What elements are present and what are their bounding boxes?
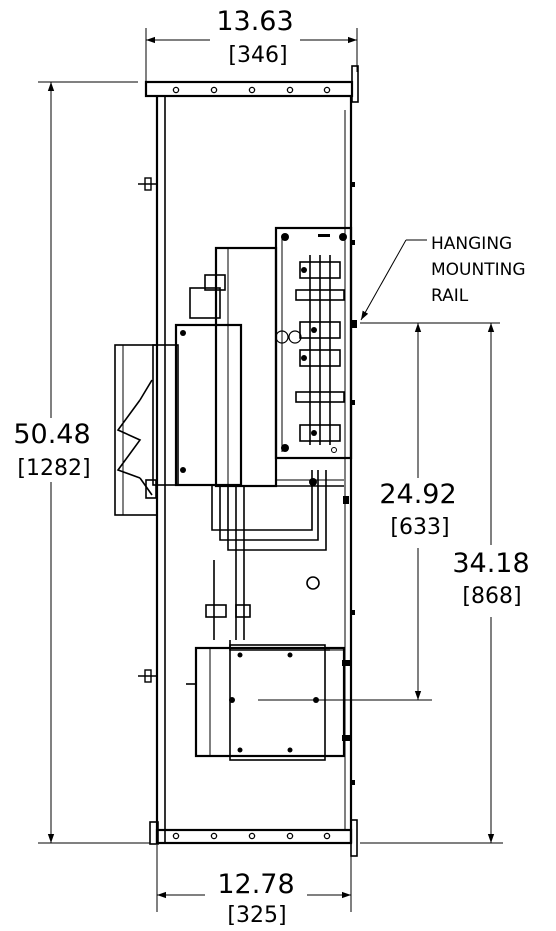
rail-to-center-value: 24.92 bbox=[379, 479, 456, 510]
overall-height-metric: [1282] bbox=[17, 456, 90, 481]
rail-to-center-metric: [633] bbox=[390, 515, 449, 540]
bottom-rail-bolts bbox=[172, 832, 331, 840]
overall-height-dimension: 50.48 [1282] bbox=[13, 81, 150, 844]
overall-height-value: 50.48 bbox=[13, 419, 90, 450]
rail-to-bottom-dimension: 34.18 [868] bbox=[360, 323, 530, 844]
callout-line-1: HANGING bbox=[431, 234, 512, 254]
top-width-metric: [346] bbox=[228, 43, 287, 68]
left-mounting-studs bbox=[138, 177, 157, 683]
bottom-width-value: 12.78 bbox=[217, 869, 294, 900]
callout-line-3: RAIL bbox=[431, 286, 469, 306]
operator-handle bbox=[114, 323, 243, 516]
bottom-width-metric: [325] bbox=[227, 903, 286, 928]
lower-module bbox=[186, 644, 350, 761]
top-rail-bolts bbox=[172, 86, 331, 94]
enclosure bbox=[138, 65, 359, 857]
rail-to-bottom-metric: [868] bbox=[462, 584, 521, 609]
hanging-rail-callout: HANGING MOUNTING RAIL bbox=[360, 234, 526, 321]
rail-to-center-dimension: 24.92 [633] bbox=[258, 322, 500, 701]
terminal-bracket bbox=[274, 226, 353, 460]
cable-runs bbox=[205, 470, 330, 651]
breaker-assembly bbox=[189, 246, 344, 488]
top-width-value: 13.63 bbox=[216, 6, 293, 37]
callout-line-2: MOUNTING bbox=[431, 260, 526, 280]
rail-to-bottom-value: 34.18 bbox=[452, 548, 529, 579]
top-width-dimension: 13.63 [346] bbox=[145, 6, 358, 82]
bottom-width-dimension: 12.78 [325] bbox=[156, 845, 352, 928]
